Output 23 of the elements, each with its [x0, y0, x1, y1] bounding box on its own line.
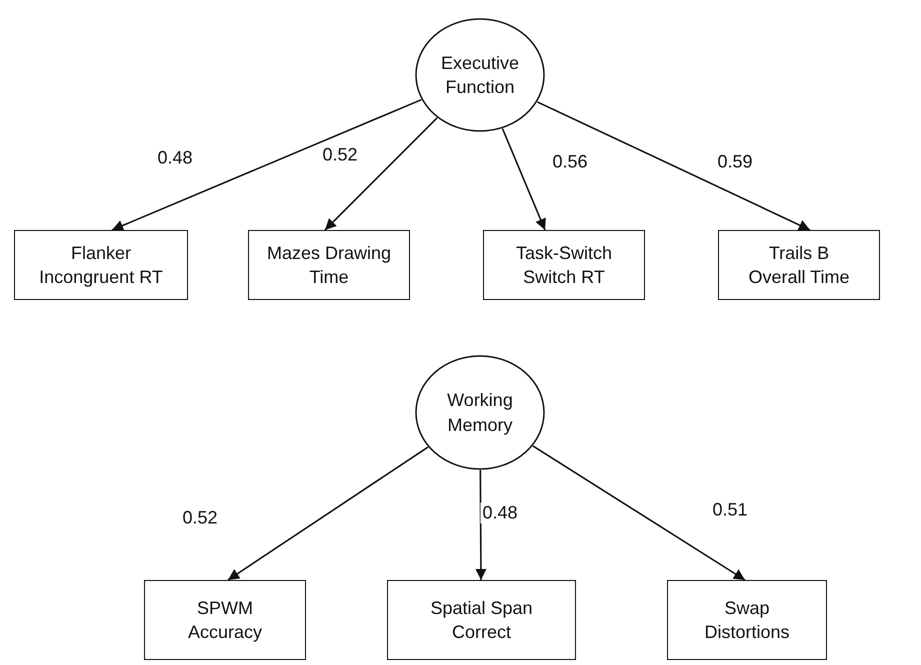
edge-label: 0.48: [480, 502, 520, 524]
arrow: [532, 445, 746, 581]
node-label: Spatial Span Correct: [429, 596, 534, 644]
measure-box: [144, 580, 306, 660]
measure-box: [667, 580, 827, 660]
arrow: [112, 98, 422, 231]
measure-box: [483, 230, 645, 300]
arrow: [536, 101, 810, 231]
measure-box: [248, 230, 410, 300]
node-label: Task-Switch Switch RT: [514, 242, 614, 289]
arrow: [324, 117, 438, 231]
node-label: Executive Function: [440, 52, 520, 99]
node-label: Flanker Incongruent RT: [38, 242, 164, 289]
measure-box: [14, 230, 188, 300]
node-label: Swap Distortions: [703, 596, 791, 644]
node-label: Trails B Overall Time: [747, 242, 851, 289]
arrow: [228, 446, 428, 581]
measure-box: [387, 580, 576, 660]
node-label: SPWM Accuracy: [186, 596, 264, 644]
measure-box: [718, 230, 880, 300]
node-label: Mazes Drawing Time: [266, 242, 392, 289]
arrow: [502, 128, 546, 230]
node-label: Working Memory: [446, 389, 514, 437]
